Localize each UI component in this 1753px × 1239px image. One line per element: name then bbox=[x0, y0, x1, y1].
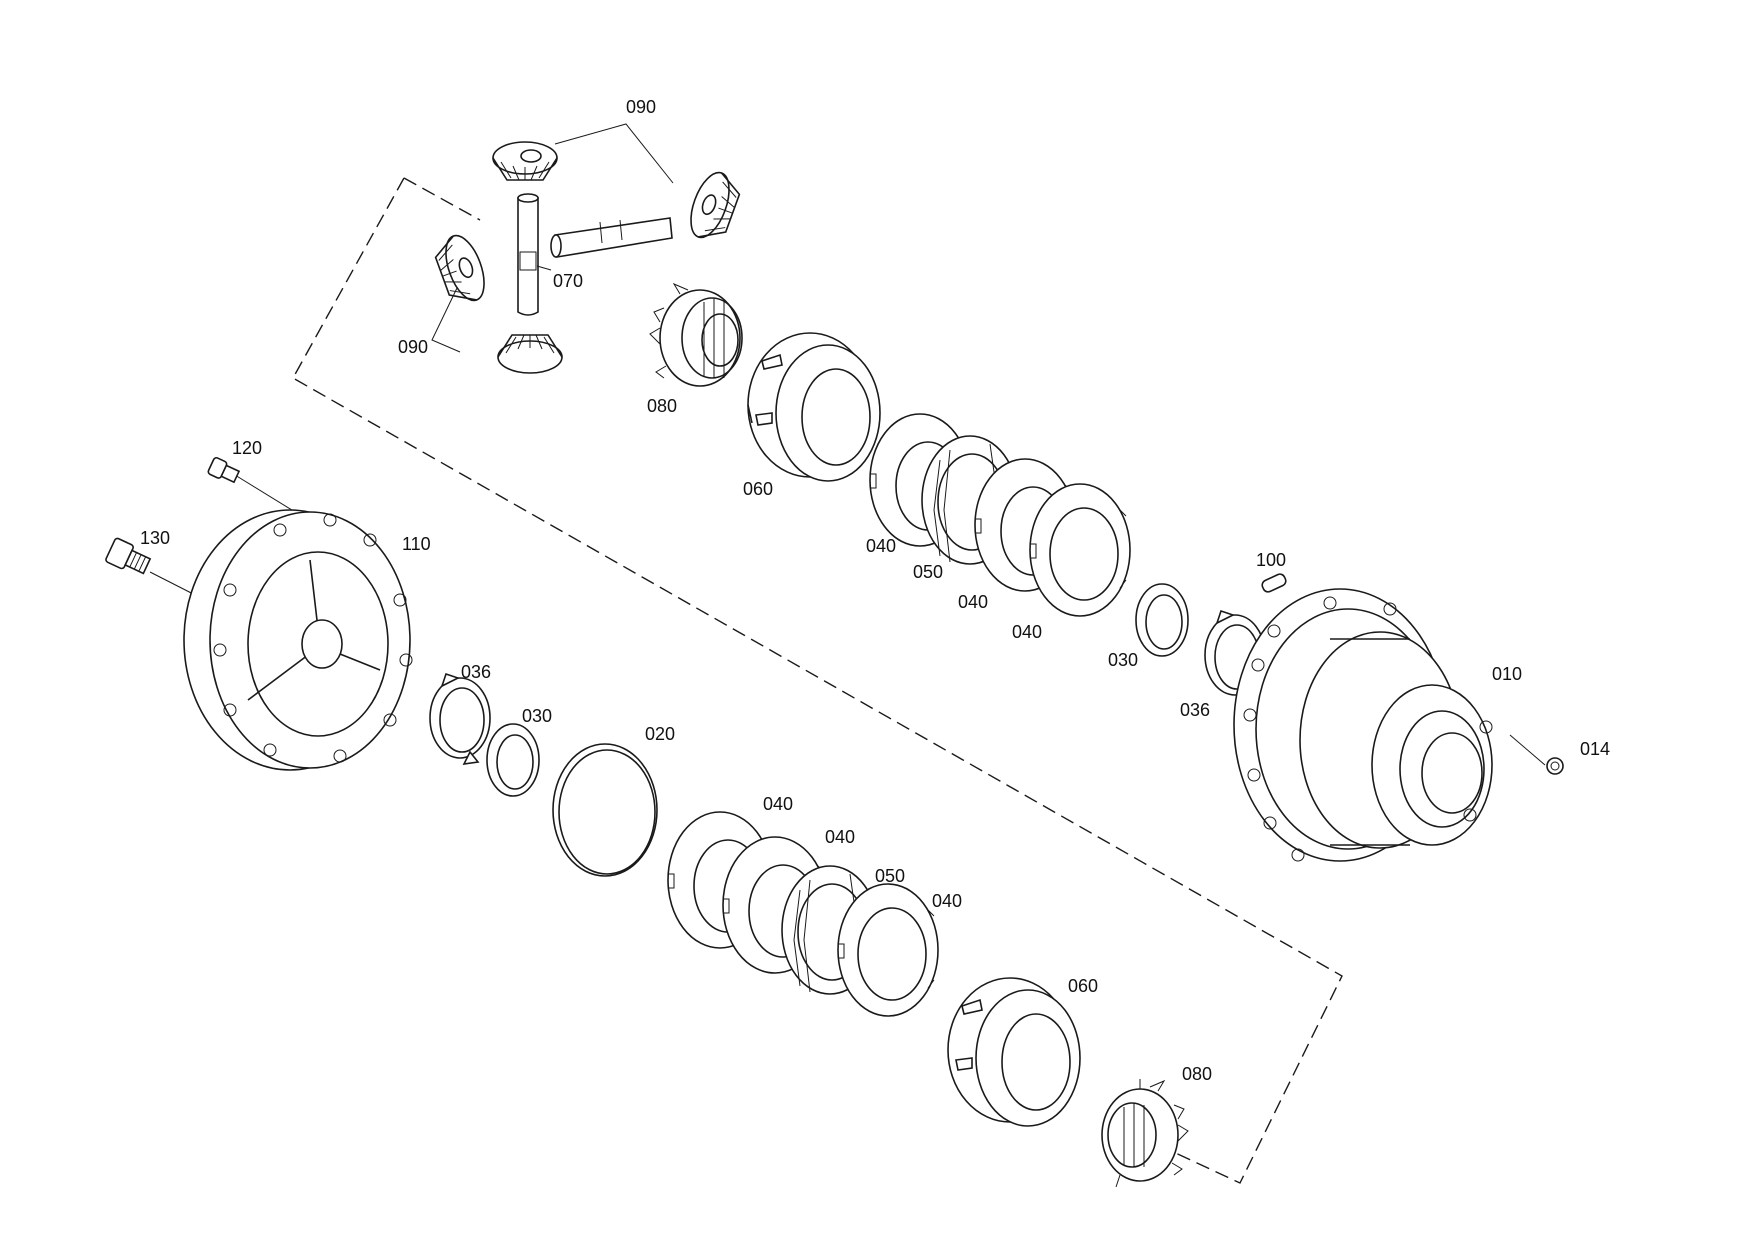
label-080-bottom: 080 bbox=[1182, 1064, 1212, 1084]
label-030-right: 030 bbox=[1108, 650, 1138, 670]
label-060-bottom: 060 bbox=[1068, 976, 1098, 996]
label-130: 130 bbox=[140, 528, 170, 548]
bevel-gear-icon bbox=[492, 141, 558, 181]
label-120: 120 bbox=[232, 438, 262, 458]
label-070: 070 bbox=[553, 271, 583, 291]
pin-icon bbox=[1261, 573, 1287, 593]
bevel-gear-icon bbox=[690, 171, 741, 239]
label-110: 110 bbox=[402, 534, 431, 554]
label-040-d: 040 bbox=[763, 794, 793, 814]
friction-disc-icon bbox=[837, 883, 939, 1017]
bevel-gear-icon bbox=[434, 234, 485, 302]
label-090-left: 090 bbox=[398, 337, 428, 357]
label-010: 010 bbox=[1492, 664, 1522, 684]
leader-line bbox=[554, 123, 674, 184]
label-040-a: 040 bbox=[866, 536, 896, 556]
label-050-bottom: 050 bbox=[875, 866, 905, 886]
leader-line bbox=[431, 287, 461, 353]
thrust-washer-icon bbox=[429, 672, 491, 766]
label-040-c: 040 bbox=[1012, 622, 1042, 642]
friction-disc-icon bbox=[1029, 483, 1131, 617]
label-040-e: 040 bbox=[825, 827, 855, 847]
pressure-ring-icon bbox=[947, 977, 1081, 1127]
label-100: 100 bbox=[1256, 550, 1286, 570]
label-040-f: 040 bbox=[932, 891, 962, 911]
leader-line bbox=[234, 474, 301, 516]
bevel-gear-icon bbox=[649, 282, 743, 387]
label-060-top: 060 bbox=[743, 479, 773, 499]
bevel-gear-icon bbox=[1101, 1079, 1189, 1188]
label-014: 014 bbox=[1580, 739, 1610, 759]
leader-line bbox=[536, 265, 552, 271]
differential-housing-icon bbox=[1233, 588, 1493, 862]
label-036-right: 036 bbox=[1180, 700, 1210, 720]
label-020: 020 bbox=[645, 724, 675, 744]
bevel-gear-icon bbox=[497, 334, 563, 374]
bolt-icon bbox=[105, 537, 152, 575]
label-080-top: 080 bbox=[647, 396, 677, 416]
leader-line bbox=[1509, 734, 1546, 766]
thrust-washer-icon bbox=[1135, 583, 1189, 657]
assembly-boundary bbox=[292, 177, 1343, 1184]
snap-ring-icon bbox=[552, 743, 658, 877]
pressure-ring-icon bbox=[748, 332, 881, 482]
label-090-top: 090 bbox=[626, 97, 656, 117]
nut-icon bbox=[1546, 757, 1564, 775]
label-030-left: 030 bbox=[522, 706, 552, 726]
label-050-top: 050 bbox=[913, 562, 943, 582]
thrust-washer-icon bbox=[486, 723, 540, 797]
housing-cover-icon bbox=[183, 509, 413, 771]
bolt-icon bbox=[207, 456, 241, 484]
label-036-left: 036 bbox=[461, 662, 491, 682]
cross-shaft-icon bbox=[517, 193, 673, 316]
label-040-b: 040 bbox=[958, 592, 988, 612]
